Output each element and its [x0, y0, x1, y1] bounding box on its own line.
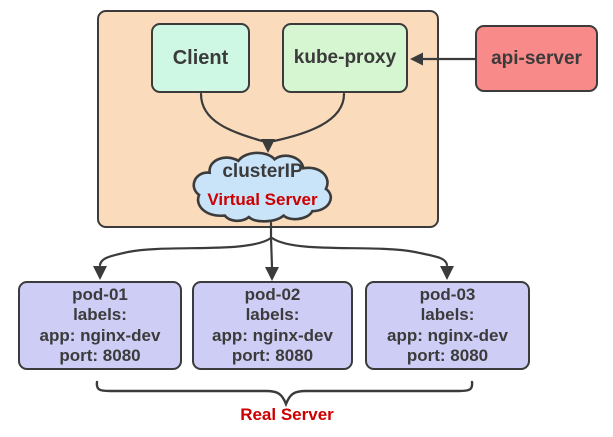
- pod-labels-heading: labels:: [245, 305, 300, 324]
- pod-labels-heading: labels:: [73, 305, 127, 324]
- client-node-label: Client: [172, 46, 229, 69]
- client-node: Client: [151, 23, 250, 93]
- pod-port-label: port: 8080: [59, 346, 141, 365]
- kube-proxy-node-label: kube-proxy: [293, 47, 397, 68]
- pod03-arrowhead-icon: [440, 266, 454, 280]
- pod-name: pod-01: [72, 284, 128, 304]
- pod-name: pod-02: [244, 284, 301, 304]
- pod02-arrowhead-icon: [265, 267, 279, 281]
- pod01-arrowhead-icon: [93, 266, 107, 280]
- real-server-brace: [95, 380, 474, 408]
- pod-port-label: port: 8080: [231, 346, 314, 365]
- clusterip-to-pod01-edge: [98, 236, 273, 267]
- kubeproxy-arrowhead-icon: [410, 52, 423, 66]
- kubeproxy-to-clusterip-edge: [272, 92, 346, 143]
- pod-01-node: pod-01 labels: app: nginx-dev port: 8080: [18, 281, 182, 370]
- pod-03-node: pod-03 labels: app: nginx-dev port: 8080: [365, 281, 530, 370]
- pod-02-node: pod-02 labels: app: nginx-dev port: 8080: [192, 281, 353, 370]
- virtual-server-label: Virtual Server: [207, 190, 318, 209]
- pod-port-label: port: 8080: [406, 346, 489, 365]
- api-server-node-label: api-server: [491, 47, 582, 69]
- clusterip-to-pod03-edge: [270, 236, 449, 267]
- client-to-clusterip-edge: [199, 92, 264, 143]
- kube-proxy-node: kube-proxy: [282, 23, 408, 93]
- clusterip-to-pod02-edge: [269, 236, 274, 269]
- pod-labels-heading: labels:: [420, 305, 475, 324]
- pod-name: pod-03: [419, 284, 476, 304]
- clusterip-cloud-shape: [194, 153, 331, 221]
- pod-app-label: app: nginx-dev: [387, 325, 508, 345]
- pod-app-label: app: nginx-dev: [212, 325, 333, 345]
- clusterip-label: clusterIP: [222, 161, 303, 182]
- real-server-label: Real Server: [240, 405, 334, 424]
- api-server-node: api-server: [475, 25, 598, 92]
- pod-app-label: app: nginx-dev: [39, 325, 161, 345]
- clusterip-arrowhead-icon: [261, 139, 275, 153]
